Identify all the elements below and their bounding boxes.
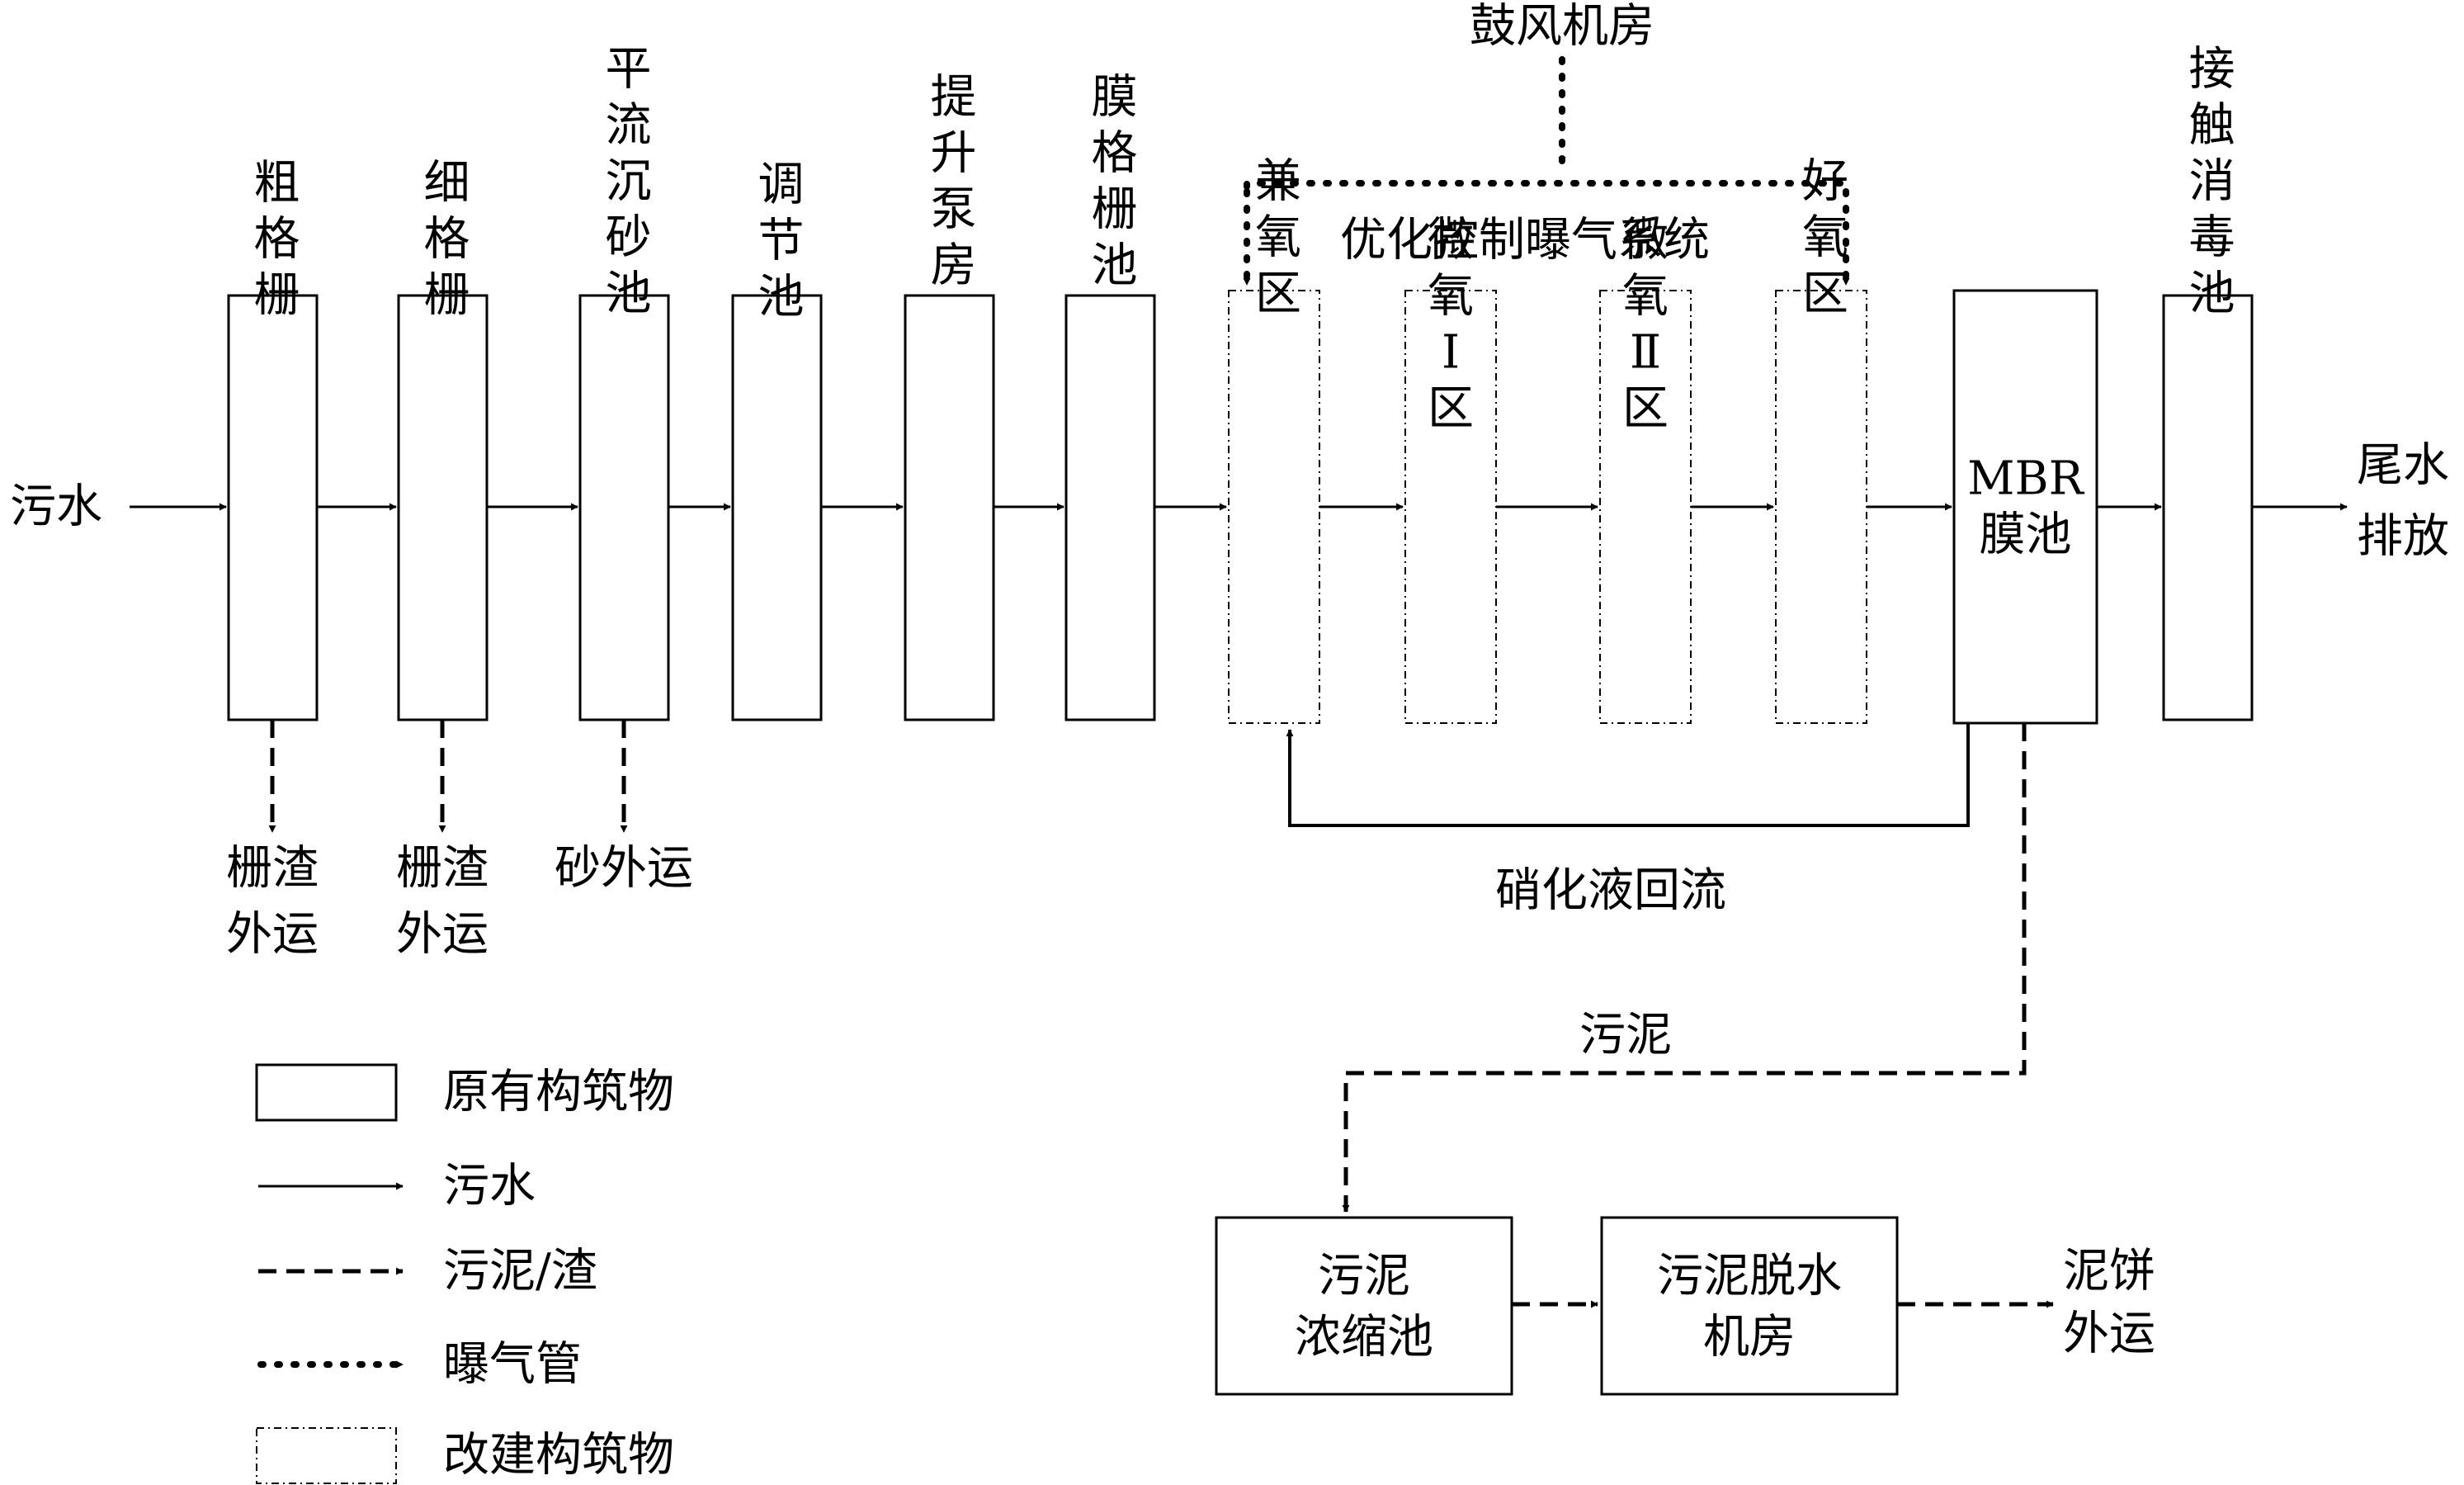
unit-label-mbr-tank: 膜池: [1980, 508, 2072, 562]
unit-label-aerobic-zone: 好氧区: [1795, 156, 1848, 324]
aeration-system-label: 优化控制曝气系统: [1340, 214, 1710, 267]
legend-label-aeration: 曝气管: [443, 1338, 582, 1392]
byproduct-label: 砂外运: [555, 842, 693, 896]
unit-label-micro-aerobic-zone-1: Ⅰ: [1442, 326, 1460, 380]
unit-label-contact-disinfection-tank: 接触消毒池: [2181, 44, 2235, 324]
unit-label-micro-aerobic-zone-1: 氧: [1428, 270, 1474, 324]
byproduct-label: 外运: [226, 908, 319, 962]
unit-box-contact-disinfection-tank: [2162, 294, 2254, 721]
unit-label-facultative-zone: 兼氧区: [1248, 156, 1301, 324]
unit-box-grit-chamber: [578, 294, 670, 721]
inlet-label: 污水: [10, 480, 102, 534]
legend-label-rebuilt: 改建构筑物: [443, 1429, 674, 1483]
unit-label-equalization-tank: 调节池: [750, 159, 804, 328]
unit-box-equalization-tank: [731, 294, 823, 721]
unit-label-mbr-tank: MBR: [1967, 452, 2084, 506]
unit-label-micro-aerobic-zone-2: 微: [1622, 214, 1669, 267]
outlet-label: 排放: [2357, 510, 2449, 564]
legend-label-sewage: 污水: [443, 1160, 536, 1213]
unit-box-fine-screen: [397, 294, 489, 721]
unit-box-coarse-screen: [227, 294, 319, 721]
unit-box-facultative-zone: [1228, 290, 1320, 724]
aeration-header-pipe: [1244, 180, 1849, 190]
nitrified-liquid-recycle-arrow: [1286, 723, 1970, 827]
recycle-label: 硝化液回流: [1495, 864, 1726, 918]
unit-label-coarse-screen: 粗格栅: [246, 158, 300, 326]
legend-label-sludge: 污泥/渣: [443, 1245, 597, 1298]
sludge-unit-label: 机房: [1703, 1311, 1796, 1364]
unit-label-micro-aerobic-zone-1: 区: [1428, 382, 1474, 436]
sludge-flow-arrow: [1342, 723, 2027, 1213]
unit-box-aerobic-zone: [1775, 290, 1867, 724]
legend-swatch-original: [255, 1063, 398, 1122]
sludge-unit-box: [1600, 1216, 1899, 1396]
blower-room-label: 鼓风机房: [1470, 0, 1654, 54]
sludge-cake-label: 外运: [2063, 1308, 2155, 1361]
unit-label-micro-aerobic-zone-1: 微: [1428, 214, 1474, 267]
unit-box-lift-pump-house: [904, 294, 995, 721]
byproduct-label: 栅渣: [396, 842, 489, 896]
unit-label-micro-aerobic-zone-2: 氧: [1622, 270, 1669, 324]
legend-label-original: 原有构筑物: [443, 1066, 674, 1119]
unit-label-micro-aerobic-zone-2: 区: [1622, 382, 1669, 436]
unit-label-lift-pump-house: 提升泵房: [923, 72, 976, 296]
sludge-unit-label: 污泥: [1318, 1250, 1410, 1303]
byproduct-label: 外运: [396, 908, 489, 962]
byproduct-label: 栅渣: [226, 842, 319, 896]
unit-label-membrane-screen-tank: 膜格栅池: [1083, 72, 1137, 296]
sludge-unit-box: [1215, 1216, 1513, 1396]
legend-swatch-rebuilt: [256, 1427, 397, 1484]
unit-label-micro-aerobic-zone-2: Ⅱ: [1630, 326, 1661, 380]
unit-box-micro-aerobic-zone-2: [1599, 290, 1692, 724]
sludge-label: 污泥: [1579, 1009, 1672, 1062]
unit-label-fine-screen: 细格栅: [416, 158, 470, 326]
sludge-unit-label: 污泥脱水: [1657, 1250, 1842, 1303]
unit-box-membrane-screen-tank: [1064, 294, 1156, 721]
outlet-label: 尾水: [2357, 439, 2449, 493]
sludge-cake-label: 泥饼: [2063, 1245, 2155, 1298]
unit-label-grit-chamber: 平流沉砂池: [597, 44, 651, 324]
sludge-unit-label: 浓缩池: [1295, 1311, 1433, 1364]
unit-box-mbr-tank: [1952, 289, 2098, 725]
